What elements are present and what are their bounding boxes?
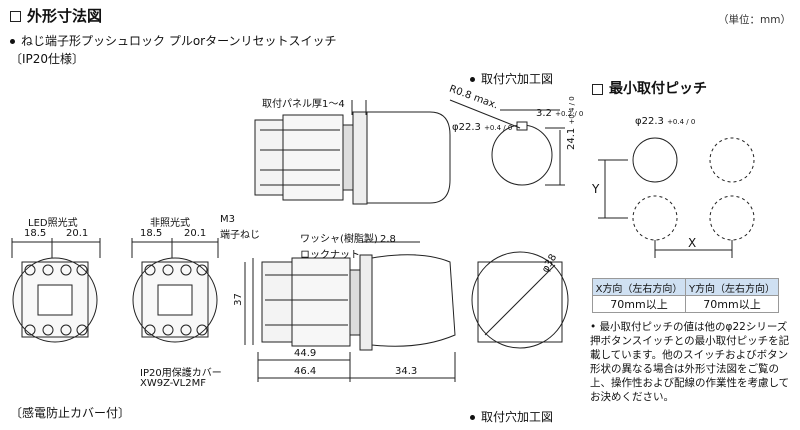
min-pitch-title: 最小取付ピッチ xyxy=(592,78,707,98)
pitch-x-label: X xyxy=(688,236,697,250)
product-subtitle: ねじ端子形プッシュロック プルorターンリセットスイッチ xyxy=(10,32,337,49)
cover-model: XW9Z-VL2MF xyxy=(140,378,206,389)
non-dim-left: 18.5 xyxy=(140,228,163,239)
hole-diam-label: φ22.3 +0.4 / 0 xyxy=(452,122,513,133)
led-dim-left: 18.5 xyxy=(24,228,47,239)
pitch-note: • 最小取付ピッチの値は他のφ22シリーズ押ボタンスイッチとの最小取付ピッチを記… xyxy=(590,321,790,403)
pitch-value-x: 70mm以上 xyxy=(592,295,686,313)
top-side-view xyxy=(254,100,451,205)
page-title-text: 外形寸法図 xyxy=(27,7,103,25)
bottom-label: 〔感電防止カバー付〕 xyxy=(10,406,131,420)
non-front-view xyxy=(131,238,219,343)
dim-37: 37 xyxy=(232,293,244,306)
led-front-view xyxy=(11,238,101,343)
pitch-header-y: Y方向（左右方向） xyxy=(685,278,779,296)
mounting-hole-title-bottom: 取付穴加工図 xyxy=(470,408,553,425)
non-label: 非照光式 xyxy=(150,218,190,229)
dim-2-8: 2.8 xyxy=(380,234,396,245)
led-label: LED照光式 xyxy=(28,218,78,229)
pitch-notes: • 最小取付ピッチの値は他のφ22シリーズ押ボタンスイッチとの最小取付ピッチを記… xyxy=(590,320,795,404)
dot-bullet-icon xyxy=(470,415,475,420)
non-dim-right: 20.1 xyxy=(184,228,207,239)
washer-label: ワッシャ(樹脂製) xyxy=(300,234,378,245)
bottom-side-view xyxy=(244,241,456,382)
locknut-label: ロックナット xyxy=(300,250,360,261)
dim-44-9: 44.9 xyxy=(294,348,317,359)
hole-height-label: 24.1 +0.4 / 0 xyxy=(566,96,577,150)
dim-46-4: 46.4 xyxy=(294,366,317,377)
dot-bullet-icon xyxy=(470,77,475,82)
pitch-header-x: X方向（左右方向） xyxy=(592,278,686,296)
dim-34-3: 34.3 xyxy=(395,366,418,377)
panel-label: 取付パネル厚1～4 xyxy=(262,99,345,110)
mounting-hole-drawing xyxy=(449,99,565,186)
end-view xyxy=(471,251,569,349)
mounting-hole-title: 取付穴加工図 xyxy=(470,70,553,87)
pitch-table: X方向（左右方向） Y方向（左右方向） 70mm以上 70mm以上 xyxy=(592,278,779,313)
min-pitch-diagram xyxy=(598,137,755,258)
cover-label: IP20用保護カバー xyxy=(140,368,222,379)
hole-width-label: 3.2 +0.2 / 0 xyxy=(536,108,584,119)
terminal-label: 端子ねじ xyxy=(220,230,260,241)
pitch-diam-label: φ22.3 +0.4 / 0 xyxy=(635,116,696,127)
dot-bullet-icon xyxy=(10,39,15,44)
pitch-value-y: 70mm以上 xyxy=(685,295,779,313)
ip-label: 〔IP20仕様〕 xyxy=(10,52,85,66)
square-bullet-icon xyxy=(592,83,603,95)
page-title: 外形寸法図 xyxy=(10,5,102,26)
square-bullet-icon xyxy=(10,11,21,22)
pitch-y-label: Y xyxy=(592,182,600,196)
m3-label: M3 xyxy=(220,214,235,225)
unit-note: （単位：mm） xyxy=(718,14,791,26)
led-dim-right: 20.1 xyxy=(66,228,89,239)
